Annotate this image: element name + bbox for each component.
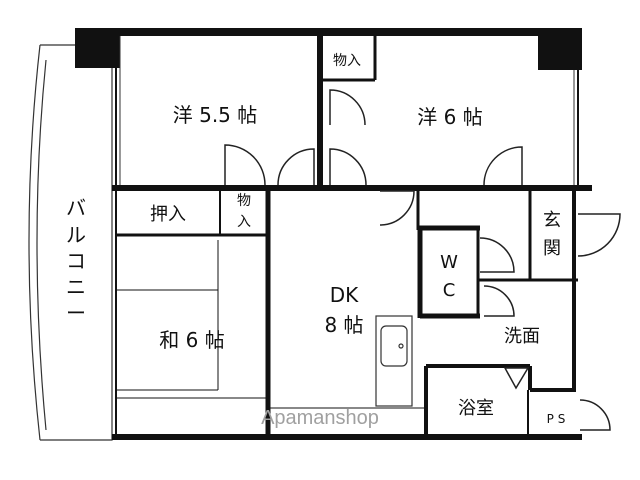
dk-label-1: DK: [330, 283, 359, 307]
closet-a-label: 物入: [333, 53, 361, 69]
room-western-a-label: 洋 5.5 帖: [173, 103, 258, 127]
balcony-char-3: コ: [66, 249, 86, 273]
pipe-space-label: P S: [547, 412, 566, 426]
outer-walls: [75, 28, 592, 440]
wc-label-2: C: [443, 280, 456, 301]
apamanshop-watermark: Apamanshop: [261, 407, 379, 429]
bathroom-label: 浴室: [458, 398, 494, 419]
washroom-label: 洗面: [504, 326, 540, 347]
balcony-label: バ ル コ ニ ー: [66, 196, 86, 325]
closet-b-label-2: 入: [237, 214, 251, 230]
kitchen-sink: [375, 315, 413, 407]
entrance-label-2: 関: [543, 238, 561, 259]
windows: [119, 36, 575, 185]
interior-walls: [115, 36, 579, 434]
wc-label-1: W: [440, 252, 458, 273]
balcony-char-1: バ: [66, 196, 86, 220]
doors: [224, 89, 621, 431]
oshiire-label: 押入: [150, 204, 186, 225]
entrance-label-1: 玄: [543, 210, 561, 231]
balcony-char-5: ー: [66, 301, 86, 325]
balcony-char-4: ニ: [66, 275, 86, 299]
japanese-room-label: 和 6 帖: [159, 328, 224, 352]
balcony-char-2: ル: [66, 223, 86, 247]
closet-b-label-1: 物: [237, 193, 251, 209]
room-western-b-label: 洋 6 帖: [417, 105, 482, 129]
dk-label-2: 8 帖: [324, 313, 363, 337]
